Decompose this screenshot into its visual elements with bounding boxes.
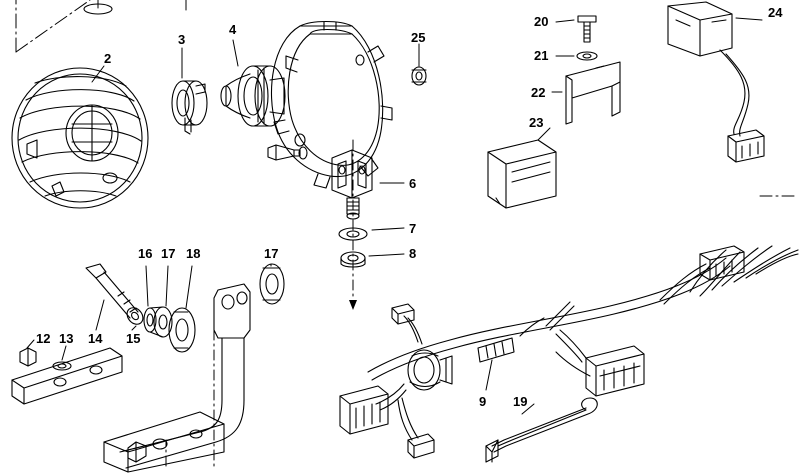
callout-24: 24 bbox=[768, 5, 783, 20]
callout-23: 23 bbox=[529, 115, 544, 130]
callout-21: 21 bbox=[534, 48, 549, 63]
callout-9: 9 bbox=[479, 394, 487, 409]
callout-15: 15 bbox=[126, 331, 141, 346]
callout-18: 18 bbox=[186, 246, 201, 261]
callout-7: 7 bbox=[409, 221, 417, 236]
callout-6: 6 bbox=[409, 176, 417, 191]
callout-17-left: 17 bbox=[161, 246, 176, 261]
callout-25: 25 bbox=[411, 30, 426, 45]
callout-13: 13 bbox=[59, 331, 74, 346]
callout-12: 12 bbox=[36, 331, 51, 346]
callout-20: 20 bbox=[534, 14, 549, 29]
callout-3: 3 bbox=[178, 32, 186, 47]
callout-14: 14 bbox=[88, 331, 103, 346]
callout-22: 22 bbox=[531, 85, 546, 100]
callout-19: 19 bbox=[513, 394, 528, 409]
callout-2: 2 bbox=[104, 51, 112, 66]
callout-4: 4 bbox=[229, 22, 237, 37]
callout-8: 8 bbox=[409, 246, 417, 261]
callout-17-right: 17 bbox=[264, 246, 279, 261]
callout-16: 16 bbox=[138, 246, 153, 261]
